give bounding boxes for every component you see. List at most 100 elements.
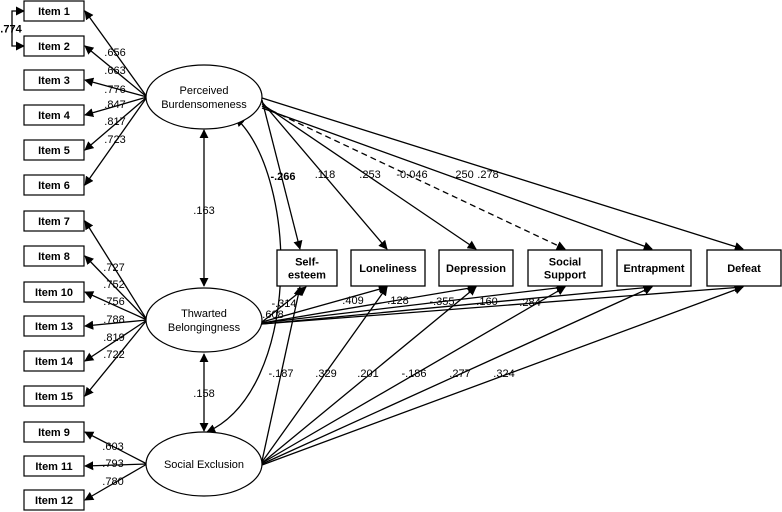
loading-arrow-item11 xyxy=(84,461,148,471)
latent-label: Burdensomeness xyxy=(161,99,247,111)
path-label-pb-socialsupport: -0.046 xyxy=(396,169,427,181)
path-label-se-socialsupport: -.186 xyxy=(401,368,426,380)
outcome-label: Depression xyxy=(446,263,506,275)
correlation-label-pb-se: .608 xyxy=(262,309,283,321)
correlation-label-tb-se: .158 xyxy=(193,388,214,400)
loading-label-item8: .752 xyxy=(103,279,124,291)
loading-arrow-item1 xyxy=(84,10,148,98)
path-arrow-pb-selfesteem xyxy=(261,99,303,250)
outcome-label: esteem xyxy=(288,270,326,282)
path-arrow-pb-loneliness xyxy=(261,101,388,250)
correlation-arrow-pb-se xyxy=(206,117,282,433)
outcome-label: Entrapment xyxy=(623,263,684,275)
loading-arrow-item9 xyxy=(84,431,148,465)
loading-label-item9: .603 xyxy=(102,441,123,453)
outcome-label: Defeat xyxy=(727,263,761,275)
loading-label-item15: .722 xyxy=(103,349,124,361)
outcome-label: Social xyxy=(549,257,581,269)
loading-label-item13: .788 xyxy=(103,314,124,326)
outcome-label: Self- xyxy=(295,257,319,269)
indicator-label: Item 1 xyxy=(38,6,70,18)
outcome-box-entrapment: Entrapment xyxy=(616,249,692,287)
indicator-label: Item 14 xyxy=(35,356,74,368)
indicator-label: Item 12 xyxy=(35,495,73,507)
error-covariance-label: .774 xyxy=(0,24,22,36)
path-label-tb-depression: .128 xyxy=(387,295,408,307)
outcome-box-defeat: Defeat xyxy=(706,249,782,287)
loading-arrow-item3 xyxy=(84,77,148,98)
loading-label-item11: .793 xyxy=(102,458,123,470)
indicator-label: Item 6 xyxy=(38,180,70,192)
path-label-se-selfesteem: -.187 xyxy=(268,368,293,380)
path-arrow-tb-loneliness xyxy=(261,284,388,323)
indicator-box-item7: Item 7 xyxy=(23,210,85,232)
outcome-box-depression: Depression xyxy=(438,249,514,287)
path-label-tb-selfesteem: -.314 xyxy=(271,298,296,310)
indicator-box-item5: Item 5 xyxy=(23,139,85,161)
loading-label-item7: .727 xyxy=(103,262,124,274)
correlation-label-pb-tb: .163 xyxy=(193,205,214,217)
indicator-box-item13: Item 13 xyxy=(23,315,85,337)
indicator-label: Item 15 xyxy=(35,391,73,403)
loading-arrow-item12 xyxy=(84,463,148,501)
loading-label-item1: .656 xyxy=(104,47,125,59)
path-label-tb-entrapment: .160 xyxy=(476,296,497,308)
indicator-box-item8: Item 8 xyxy=(23,245,85,267)
indicator-label: Item 9 xyxy=(38,427,70,439)
path-arrow-pb-defeat xyxy=(261,97,744,251)
path-label-pb-entrapment: .250 xyxy=(452,169,473,181)
path-label-tb-defeat: .284 xyxy=(519,297,540,309)
path-label-se-defeat: .324 xyxy=(493,368,514,380)
path-arrow-se-entrapment xyxy=(261,286,653,465)
indicator-box-item6: Item 6 xyxy=(23,174,85,196)
loading-label-item4: .847 xyxy=(104,99,125,111)
path-arrow-se-socialsupport xyxy=(261,286,566,464)
loading-label-item5: .817 xyxy=(104,116,125,128)
path-label-tb-socialsupport: -.355 xyxy=(429,296,454,308)
indicator-box-item11: Item 11 xyxy=(23,455,85,477)
loading-arrow-item2 xyxy=(84,45,148,98)
indicator-label: Item 4 xyxy=(38,110,71,122)
latent-se: Social Exclusion xyxy=(145,431,263,497)
loading-arrow-item6 xyxy=(84,96,148,186)
path-label-pb-loneliness: .118 xyxy=(315,169,336,181)
path-arrow-se-selfesteem xyxy=(261,286,303,462)
loading-arrow-item5 xyxy=(84,96,148,151)
loading-label-item12: .780 xyxy=(102,476,123,488)
loading-arrow-item13 xyxy=(84,319,148,330)
outcome-label: Support xyxy=(544,270,586,282)
path-label-se-depression: .201 xyxy=(357,368,378,380)
indicator-label: Item 7 xyxy=(38,216,70,228)
path-arrow-tb-defeat xyxy=(261,283,744,325)
outcome-box-loneliness: Loneliness xyxy=(350,249,426,287)
path-label-se-loneliness: .329 xyxy=(315,368,336,380)
path-arrow-tb-depression xyxy=(261,283,477,324)
indicator-box-item9: Item 9 xyxy=(23,421,85,443)
outcome-box-selfesteem: Self-esteem xyxy=(276,249,338,287)
path-arrow-se-loneliness xyxy=(261,286,388,463)
loading-label-item3: .776 xyxy=(104,84,125,96)
path-arrow-pb-depression xyxy=(261,103,477,250)
path-label-pb-selfesteem: -.266 xyxy=(270,171,295,183)
loading-arrow-item15 xyxy=(84,319,148,397)
indicator-box-item10: Item 10 xyxy=(23,281,85,303)
path-arrow-se-depression xyxy=(261,286,477,464)
loading-arrow-item7 xyxy=(84,220,148,321)
outcome-label: Loneliness xyxy=(359,263,416,275)
indicator-label: Item 13 xyxy=(35,321,73,333)
indicator-label: Item 2 xyxy=(38,41,70,53)
error-covariance-arrow xyxy=(11,6,25,51)
indicator-label: Item 10 xyxy=(35,287,73,299)
loading-label-item2: .663 xyxy=(104,65,125,77)
indicator-label: Item 3 xyxy=(38,75,70,87)
latent-label: Belongingness xyxy=(168,322,241,334)
path-arrow-se-defeat xyxy=(261,285,744,466)
latent-label: Thwarted xyxy=(181,308,227,320)
path-arrow-pb-entrapment xyxy=(261,107,653,251)
loading-label-item14: .819 xyxy=(103,332,124,344)
indicator-box-item12: Item 12 xyxy=(23,489,85,511)
indicator-box-item2: Item 2 xyxy=(23,35,85,57)
